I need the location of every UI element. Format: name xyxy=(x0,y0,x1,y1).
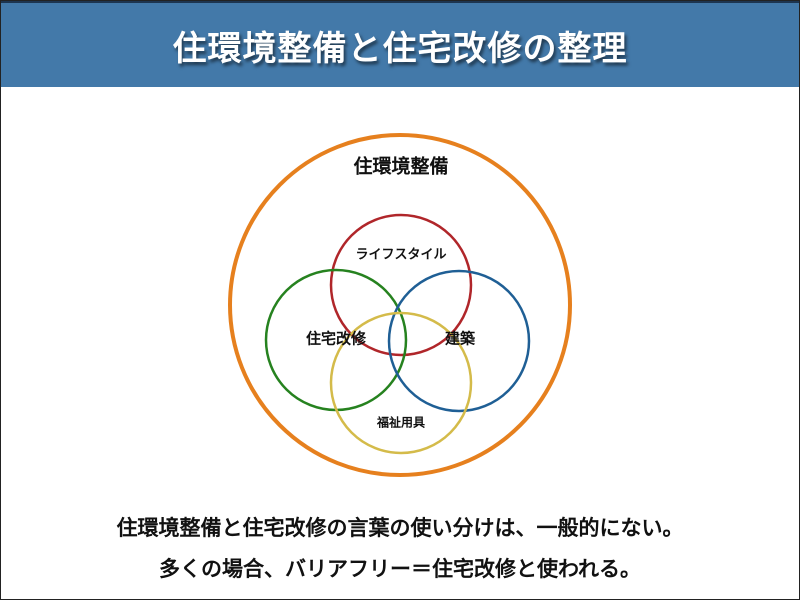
slide-header: 住環境整備と住宅改修の整理 xyxy=(1,1,799,87)
note-line-2: 多くの場合、バリアフリー＝住宅改修と使われる。 xyxy=(159,557,641,581)
circle-lifestyle xyxy=(329,213,473,357)
lifestyle-label: ライフスタイル xyxy=(355,247,447,263)
outer-label: 住環境整備 xyxy=(353,155,449,178)
architecture-label: 建築 xyxy=(444,329,476,348)
welfare-equipment-label: 福祉用具 xyxy=(376,415,426,430)
housing-renovation-label: 住宅改修 xyxy=(305,329,367,348)
slide-title: 住環境整備と住宅改修の整理 xyxy=(172,28,628,69)
outer-circle-living-environment xyxy=(228,133,572,477)
circle-architecture xyxy=(387,269,531,413)
note-line-1: 住環境整備と住宅改修の言葉の使い分けは、一般的にない。 xyxy=(116,516,684,540)
circle-welfare-equipment xyxy=(329,311,473,455)
